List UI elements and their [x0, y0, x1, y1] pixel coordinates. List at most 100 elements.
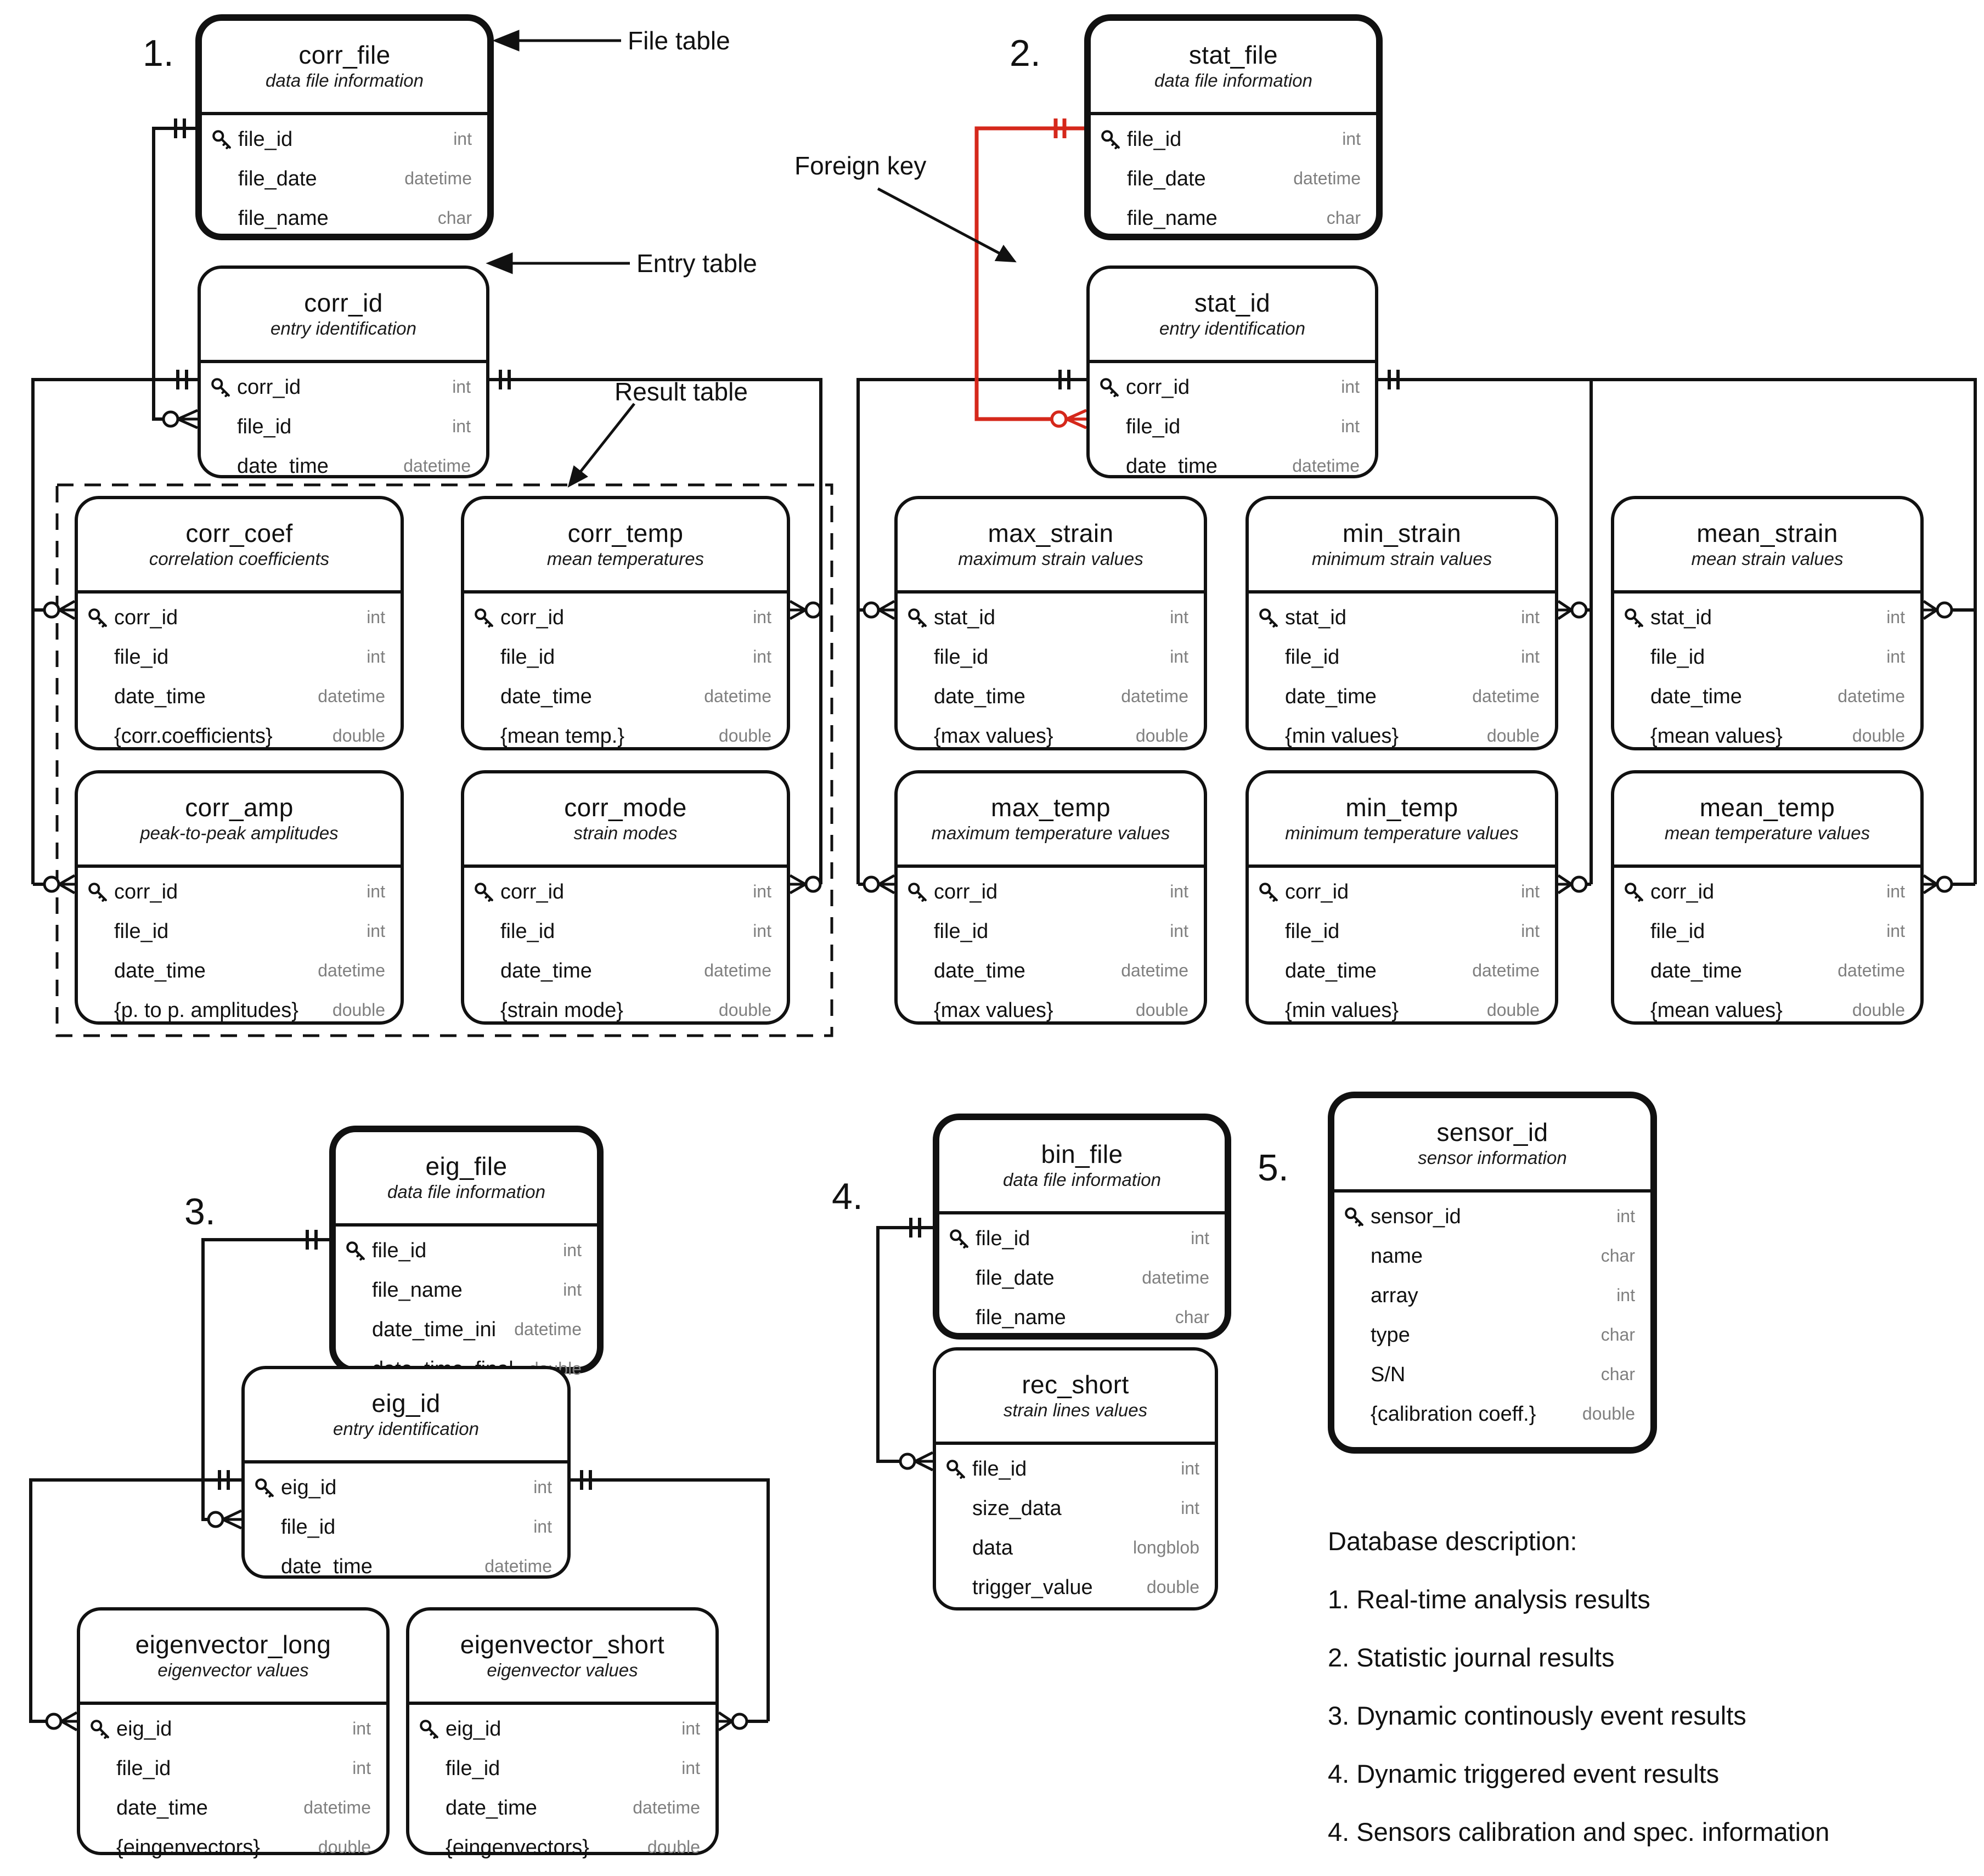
- field-type: datetime: [484, 1558, 552, 1576]
- field-type: datetime: [318, 962, 385, 981]
- primary-key-icon: [1623, 881, 1647, 905]
- primary-key-icon: [906, 607, 931, 631]
- table-title: bin_file: [1041, 1139, 1123, 1168]
- field-type: int: [753, 609, 771, 628]
- field-type: datetime: [633, 1799, 700, 1818]
- field-type: int: [753, 923, 771, 941]
- table-subtitle: data file information: [266, 71, 424, 91]
- field-name: file_id: [1285, 646, 1340, 669]
- section-label-5: 5.: [1258, 1148, 1289, 1189]
- field-name: date_time: [500, 686, 592, 709]
- section-label-4: 4.: [832, 1176, 863, 1218]
- cardinality-one-tick: [174, 118, 1400, 1490]
- field-type: datetime: [1292, 457, 1360, 476]
- field-type: int: [1341, 418, 1360, 437]
- field-name: file_id: [1127, 128, 1182, 151]
- table-subtitle: mean temperature values: [1664, 823, 1870, 843]
- field-name: {min values}: [1285, 725, 1399, 748]
- table-title: rec_short: [1022, 1370, 1129, 1398]
- field-type: int: [1341, 378, 1360, 397]
- field-name: corr_id: [1650, 881, 1715, 904]
- primary-key-icon: [1258, 607, 1282, 631]
- table-title: corr_amp: [185, 793, 294, 821]
- field-type: int: [1521, 883, 1540, 902]
- field-name: date_time: [1650, 686, 1742, 709]
- field-name: file_name: [976, 1307, 1066, 1330]
- field-type: double: [332, 1002, 385, 1020]
- field-name: corr_id: [500, 881, 565, 904]
- field-name: file_id: [500, 646, 555, 669]
- primary-key-icon: [473, 607, 497, 631]
- field-type: datetime: [1472, 962, 1540, 981]
- section-label-3: 3.: [184, 1191, 216, 1233]
- field-type: char: [1600, 1326, 1635, 1345]
- table-title: eigenvector_long: [135, 1630, 331, 1658]
- field-name: sensor_id: [1371, 1206, 1461, 1229]
- primary-key-icon: [1623, 607, 1647, 631]
- table-subtitle: strain modes: [573, 823, 678, 843]
- field-type: int: [352, 1720, 371, 1739]
- primary-key-icon: [345, 1240, 369, 1264]
- foreign-key-label: Foreign key: [794, 151, 927, 180]
- field-type: double: [647, 1839, 700, 1857]
- field-name: file_name: [1127, 207, 1218, 230]
- field-type: double: [1486, 1002, 1540, 1020]
- field-type: int: [1342, 131, 1361, 149]
- field-name: file_id: [281, 1516, 336, 1539]
- field-type: datetime: [1838, 688, 1905, 707]
- field-name: file_id: [1126, 416, 1181, 439]
- table-title: corr_temp: [567, 518, 684, 547]
- field-type: int: [1886, 883, 1905, 902]
- table-title: stat_id: [1194, 288, 1271, 317]
- primary-key-icon: [253, 1477, 278, 1501]
- field-type: int: [1170, 648, 1188, 667]
- primary-key-icon: [210, 376, 234, 400]
- field-name: corr_id: [114, 607, 178, 630]
- field-name: eig_id: [281, 1477, 337, 1500]
- table-title: corr_file: [298, 40, 391, 69]
- field-type: datetime: [318, 688, 385, 707]
- field-name: corr_id: [1126, 376, 1190, 399]
- field-name: date_time: [281, 1556, 373, 1579]
- field-type: datetime: [1142, 1269, 1209, 1288]
- primary-key-icon: [1098, 376, 1123, 400]
- field-type: int: [1181, 1460, 1199, 1479]
- table-title: min_strain: [1342, 518, 1462, 547]
- field-type: int: [452, 378, 471, 397]
- annotation-arrow: [486, 30, 1017, 488]
- table-subtitle: peak-to-peak amplitudes: [140, 823, 339, 843]
- field-name: file_id: [1650, 920, 1705, 943]
- primary-key-icon: [1100, 128, 1124, 152]
- field-name: {eingenvectors}: [446, 1837, 589, 1860]
- field-name: file_name: [372, 1279, 463, 1302]
- field-type: double: [1582, 1405, 1635, 1424]
- table-title: stat_file: [1188, 40, 1278, 69]
- field-name: corr_id: [934, 881, 998, 904]
- field-name: file_id: [114, 646, 169, 669]
- table-title: corr_coef: [185, 518, 293, 547]
- table-subtitle: entry identification: [333, 1419, 479, 1439]
- table-subtitle: mean strain values: [1691, 549, 1844, 569]
- table-subtitle: correlation coefficients: [149, 549, 330, 569]
- field-name: array: [1371, 1285, 1418, 1308]
- field-name: trigger_value: [972, 1576, 1093, 1600]
- field-name: {max values}: [934, 725, 1053, 748]
